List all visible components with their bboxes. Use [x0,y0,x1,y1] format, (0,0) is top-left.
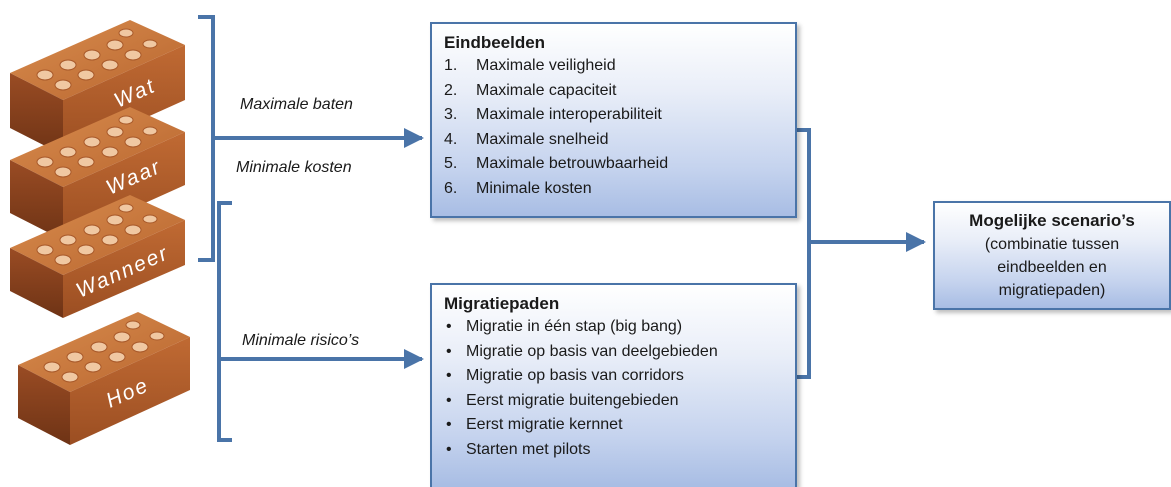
scenarios-line: (combinatie tussen [984,236,1120,253]
brick-wanneer [10,195,185,318]
bullet-icon: • [446,391,452,409]
migratiepaden-list: • Migratie in één stap (big bang) • Migrat… [444,315,785,462]
brick-side-face [18,365,70,445]
bullet-icon: • [446,342,452,360]
bottom-bracket [217,201,232,442]
bullet-icon: • [446,440,452,458]
item-text: Eerst migratie buitengebieden [466,391,679,409]
item-text: Maximale betrouwbaarheid [476,155,669,172]
brick-side-face [10,73,63,155]
list-item: • Eerst migratie buitengebieden [444,389,785,414]
label-minimale-kosten: Minimale kosten [236,159,352,176]
eindbeelden-box: Eindbeelden 1. Maximale veiligheid 2. Maxi… [430,22,797,218]
item-text: Migratie op basis van deelgebieden [466,342,718,360]
brick-holes [36,203,158,266]
list-item: 3. Maximale interoperabiliteit [444,103,785,128]
brick-holes [36,115,158,178]
bullet-icon: • [446,367,452,384]
item-text: Maximale capaciteit [476,81,617,99]
scenarios-line: migratiepaden) [998,282,1106,299]
item-number: 3. [444,106,458,123]
list-item: • Migratie in één stap (big bang) [444,315,785,340]
brick-side-face [10,248,63,318]
list-item: • Migratie op basis van corridors [444,364,785,389]
item-text: Migratie op basis van corridors [466,367,684,384]
brick-top-face [10,195,185,275]
list-item: 2. Maximale capaciteit [444,79,785,104]
item-number: 6. [444,179,458,197]
item-number: 5. [444,155,458,172]
brick-front-face [63,220,185,318]
item-text: Migratie in één stap (big bang) [466,318,683,335]
item-text: Eerst migratie kernnet [466,416,623,433]
item-number: 2. [444,81,458,99]
list-item: 6. Minimale kosten [444,177,785,202]
list-item: 5. Maximale betrouwbaarheid [444,152,785,177]
item-number: 1. [444,57,458,74]
item-text: Maximale snelheid [476,130,609,148]
label-minimale-risicos: Minimale risico’s [242,332,360,349]
scenarios-title: Mogelijke scenario’s [969,211,1135,230]
right-bracket [795,128,811,379]
brick-hoe [18,312,190,445]
item-text: Starten met pilots [466,440,591,458]
brick-side-face [10,160,63,240]
brick-top-face [10,107,185,187]
list-item: • Migratie op basis van deelgebieden [444,340,785,365]
scenarios-line: eindbeelden en [997,259,1107,276]
list-item: • Starten met pilots [444,438,785,463]
item-text: Maximale veiligheid [476,57,616,74]
list-item: 1. Maximale veiligheid [444,54,785,79]
brick-front-face [70,337,190,445]
list-item: 4. Maximale snelheid [444,128,785,153]
eindbeelden-title: Eindbeelden [444,33,546,52]
scenarios-box: Mogelijke scenario’s (combinatie tussen … [933,201,1171,310]
item-number: 4. [444,130,458,148]
eindbeelden-list: 1. Maximale veiligheid 2. Maximale capacit… [444,54,785,201]
bullet-icon: • [446,318,452,335]
migratiepaden-box: Migratiepaden • Migratie in één stap (big… [430,283,797,487]
bullet-icon: • [446,416,452,433]
brick-holes [43,320,165,383]
migratiepaden-title: Migratiepaden [444,294,560,313]
brick-top-face [10,20,185,100]
item-text: Minimale kosten [476,179,592,197]
brick-top-face [18,312,190,392]
list-item: • Eerst migratie kernnet [444,413,785,438]
item-text: Maximale interoperabiliteit [476,106,662,123]
label-maximale-baten: Maximale baten [240,96,353,113]
brick-holes [36,28,158,91]
